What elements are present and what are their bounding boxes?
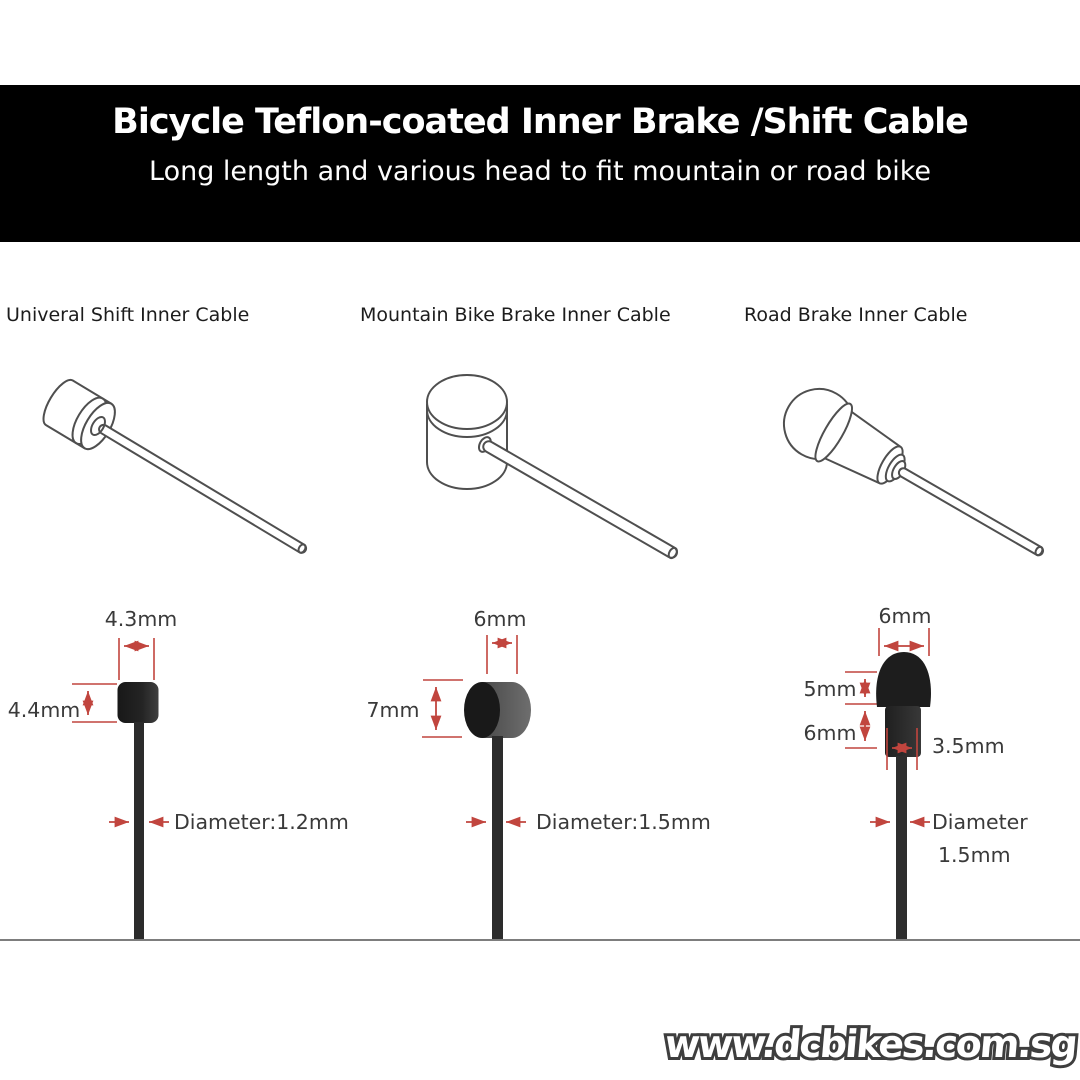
drum-top-face: [426, 374, 508, 430]
cable-diameter-label: Diameter:1.2mm: [174, 810, 349, 834]
watermark: www.dcbikes.com.sg: [660, 1019, 1080, 1069]
neck-height-label: 6mm: [804, 721, 857, 745]
head-width-label: 6mm: [474, 607, 527, 631]
neck-width-label: 3.5mm: [932, 734, 1005, 758]
cable-photo: [134, 722, 144, 939]
head-height-label: 4.4mm: [8, 698, 81, 722]
cable-diameter-label-line2: 1.5mm: [938, 843, 1011, 867]
head-height-label: 7mm: [367, 698, 420, 722]
barrel-hole: [90, 415, 106, 437]
column-label-mountain-brake: Mountain Bike Brake Inner Cable: [360, 304, 671, 326]
universal-cable-photo: 4.3mm 4.4mm Diameter:1.2mm: [8, 607, 349, 939]
column-label-road-brake: Road Brake Inner Cable: [744, 304, 968, 326]
cable-head-neck-photo: [885, 706, 921, 757]
cable-head-photo: [117, 682, 159, 723]
head-width-label: 6mm: [879, 604, 932, 628]
drum-rim-line: [426, 409, 508, 438]
photo-bottom-divider-line: [0, 939, 1080, 941]
product-title: Bicycle Teflon-coated Inner Brake /Shift…: [112, 102, 969, 142]
column-label-universal-shift: Univeral Shift Inner Cable: [6, 304, 250, 326]
mtb-cable-photo: 6mm 7mm Diameter:1.5mm: [367, 607, 711, 939]
product-subtitle: Long length and various head to fit moun…: [149, 156, 931, 187]
mtb-cable-drawing: [426, 374, 678, 560]
cable-diameter-label: Diameter:1.5mm: [536, 810, 711, 834]
cable-photo: [896, 756, 907, 939]
cable-tip: [297, 543, 307, 554]
cable-tip: [667, 546, 678, 560]
road-cable-drawing: [783, 388, 1045, 557]
cable-outline: [482, 440, 678, 559]
cable-outline: [897, 467, 1045, 557]
cable-photo: [492, 736, 503, 939]
universal-cable-drawing: [42, 379, 308, 554]
cable-tip: [1034, 545, 1044, 557]
head-width-label: 4.3mm: [105, 607, 178, 631]
dome-height-label: 5mm: [804, 677, 857, 701]
cable-head-face: [464, 682, 500, 738]
road-cable-photo: 6mm 5mm 6mm 3.5mm Diameter 1.5mm: [804, 604, 1028, 939]
cable-outline: [98, 423, 308, 554]
title-banner: Bicycle Teflon-coated Inner Brake /Shift…: [0, 85, 1080, 242]
cable-diameter-label-line1: Diameter: [932, 810, 1028, 834]
cable-head-dome-photo: [876, 652, 931, 707]
cap-rim-line: [814, 402, 853, 463]
